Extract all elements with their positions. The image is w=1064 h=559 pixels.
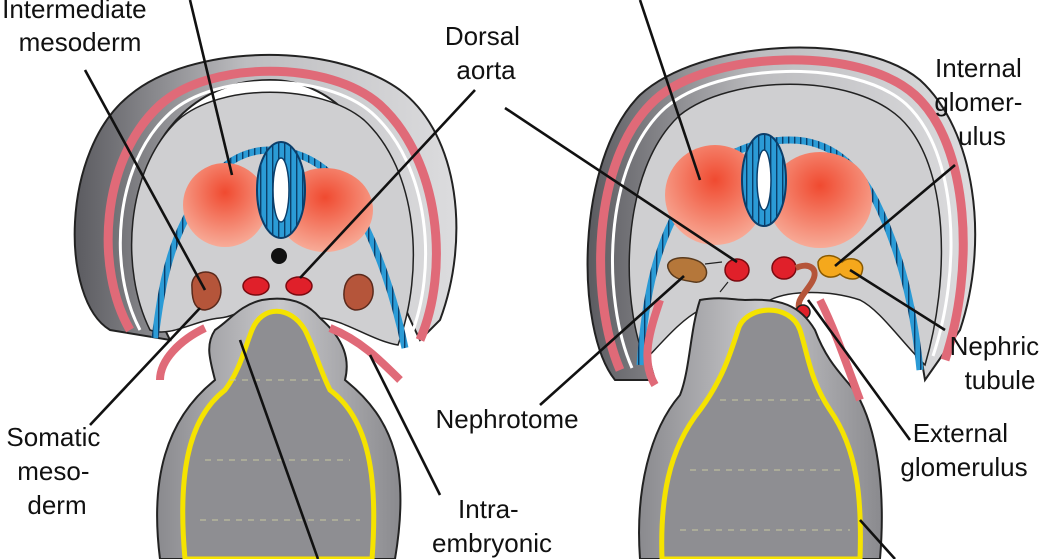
right-somite-left bbox=[665, 145, 765, 245]
right-internal-glomerulus bbox=[817, 254, 864, 280]
label-intermediate-mesoderm: Intermediate mesoderm bbox=[2, 0, 154, 57]
label-external-glomerulus: External glomerulus bbox=[900, 418, 1027, 482]
right-gut-endoderm bbox=[659, 307, 863, 559]
right-embryo bbox=[586, 46, 977, 559]
label-nephric-tubule: Nephric tubule bbox=[950, 331, 1047, 395]
right-somite-right bbox=[768, 152, 872, 248]
left-embryo bbox=[73, 54, 458, 559]
left-somite-left bbox=[183, 163, 267, 247]
right-ectoderm-ring bbox=[596, 55, 968, 372]
right-nephrotome bbox=[667, 256, 708, 283]
left-intermediate-mesoderm-l bbox=[191, 271, 222, 311]
left-ectoderm-ring bbox=[103, 66, 441, 342]
right-nephric-tubule bbox=[794, 262, 818, 314]
leader-lines bbox=[83, 0, 956, 559]
left-dorsal-aorta-l bbox=[242, 276, 270, 296]
right-dorsal-aorta-l bbox=[724, 258, 750, 282]
right-blue-surface bbox=[636, 136, 924, 371]
label-intraembryonic: Intra- embryonic bbox=[432, 494, 552, 558]
left-gut-endoderm bbox=[180, 308, 377, 559]
label-dorsal-aorta: Dorsal aorta bbox=[445, 21, 527, 85]
label-internal-glomerulus: Internal glomer- ulus bbox=[934, 53, 1029, 151]
right-dorsal-aorta-r bbox=[771, 256, 797, 280]
label-somatic-mesoderm: Somatic meso- derm bbox=[6, 422, 107, 520]
left-intermediate-mesoderm-r bbox=[343, 273, 374, 311]
label-nephrotome: Nephrotome bbox=[435, 404, 578, 434]
left-dorsal-aorta-r bbox=[285, 276, 313, 296]
left-notochord bbox=[271, 248, 287, 264]
